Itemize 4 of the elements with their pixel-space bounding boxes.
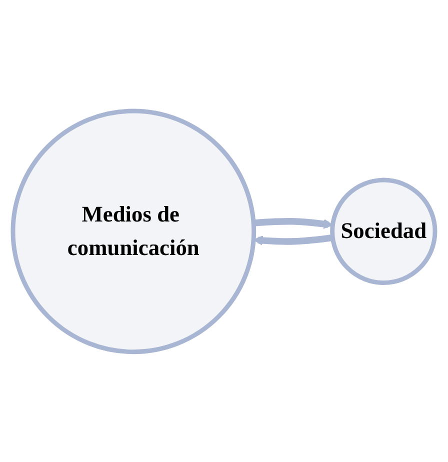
arrow: [253, 234, 334, 245]
node-circle: Medios de comunicación: [10, 108, 256, 354]
arrow: [253, 218, 334, 228]
node-circle: Sociedad: [330, 177, 438, 285]
